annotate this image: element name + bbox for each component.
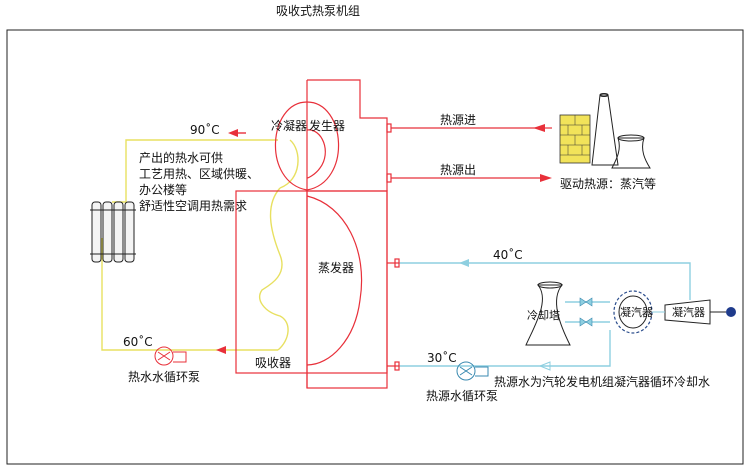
heat-source-ports	[387, 258, 400, 371]
source-return-temp: 30˚C	[427, 350, 457, 365]
radiator-icon	[90, 201, 136, 263]
source-supply-temp: 40˚C	[493, 247, 523, 262]
boiler-icon	[559, 114, 591, 164]
hot-water-pump-icon	[154, 346, 187, 366]
hot-usage-line-1: 产出的热水可供	[139, 150, 223, 165]
heat-in-label: 热源进	[440, 113, 476, 127]
arrow-source-supply-icon	[459, 259, 469, 267]
cooling-tower-small-icon	[611, 134, 651, 169]
arrow-heat-in-icon	[533, 124, 545, 132]
hot-usage-line-2: 工艺用热、区域供暖、	[139, 167, 259, 181]
generator-label: 发生器	[309, 118, 345, 133]
heat-pump-unit	[235, 79, 388, 389]
heat-source-loop	[399, 262, 691, 367]
steam-condenser-label: 凝汽器	[620, 305, 653, 319]
hot-supply-temp: 90˚C	[190, 122, 220, 137]
turbine-label: 凝汽器	[672, 305, 705, 319]
condenser-label: 冷凝器	[271, 118, 307, 133]
absorber-label: 吸收器	[255, 356, 291, 370]
hot-pump-label: 热水水循环泵	[128, 370, 200, 384]
heat-source-pump-icon	[456, 361, 489, 381]
hot-usage-line-4: 舒适性空调用热需求	[139, 199, 247, 213]
valve-icon	[579, 297, 593, 327]
arrow-source-return-icon	[538, 361, 551, 371]
arrow-heat-out-icon	[540, 174, 552, 182]
turbine-icon	[652, 299, 726, 325]
cooling-tower-label: 冷却塔	[527, 309, 560, 322]
hot-usage-line-3: 办公楼等	[139, 182, 187, 197]
generator-dot-icon	[726, 307, 736, 317]
evaporator-label: 蒸发器	[318, 260, 354, 275]
heat-out-label: 热源出	[440, 163, 476, 177]
drive-heat-source-label: 驱动热源：蒸汽等	[560, 176, 656, 191]
diagram-frame	[6, 29, 744, 465]
source-water-note: 热源水为汽轮发电机组凝汽器循环冷却水	[494, 374, 710, 389]
hot-return-temp: 60˚C	[123, 334, 153, 349]
diagram-title: 吸收式热泵机组	[276, 4, 360, 18]
cooling-tower-icon	[525, 281, 571, 346]
arrow-hot-supply-icon	[228, 129, 238, 137]
chimney-icon	[591, 93, 619, 166]
arrow-hot-return-icon	[216, 346, 226, 354]
drive-heat-lines	[386, 123, 540, 183]
source-pump-label: 热源水循环泵	[426, 389, 498, 403]
